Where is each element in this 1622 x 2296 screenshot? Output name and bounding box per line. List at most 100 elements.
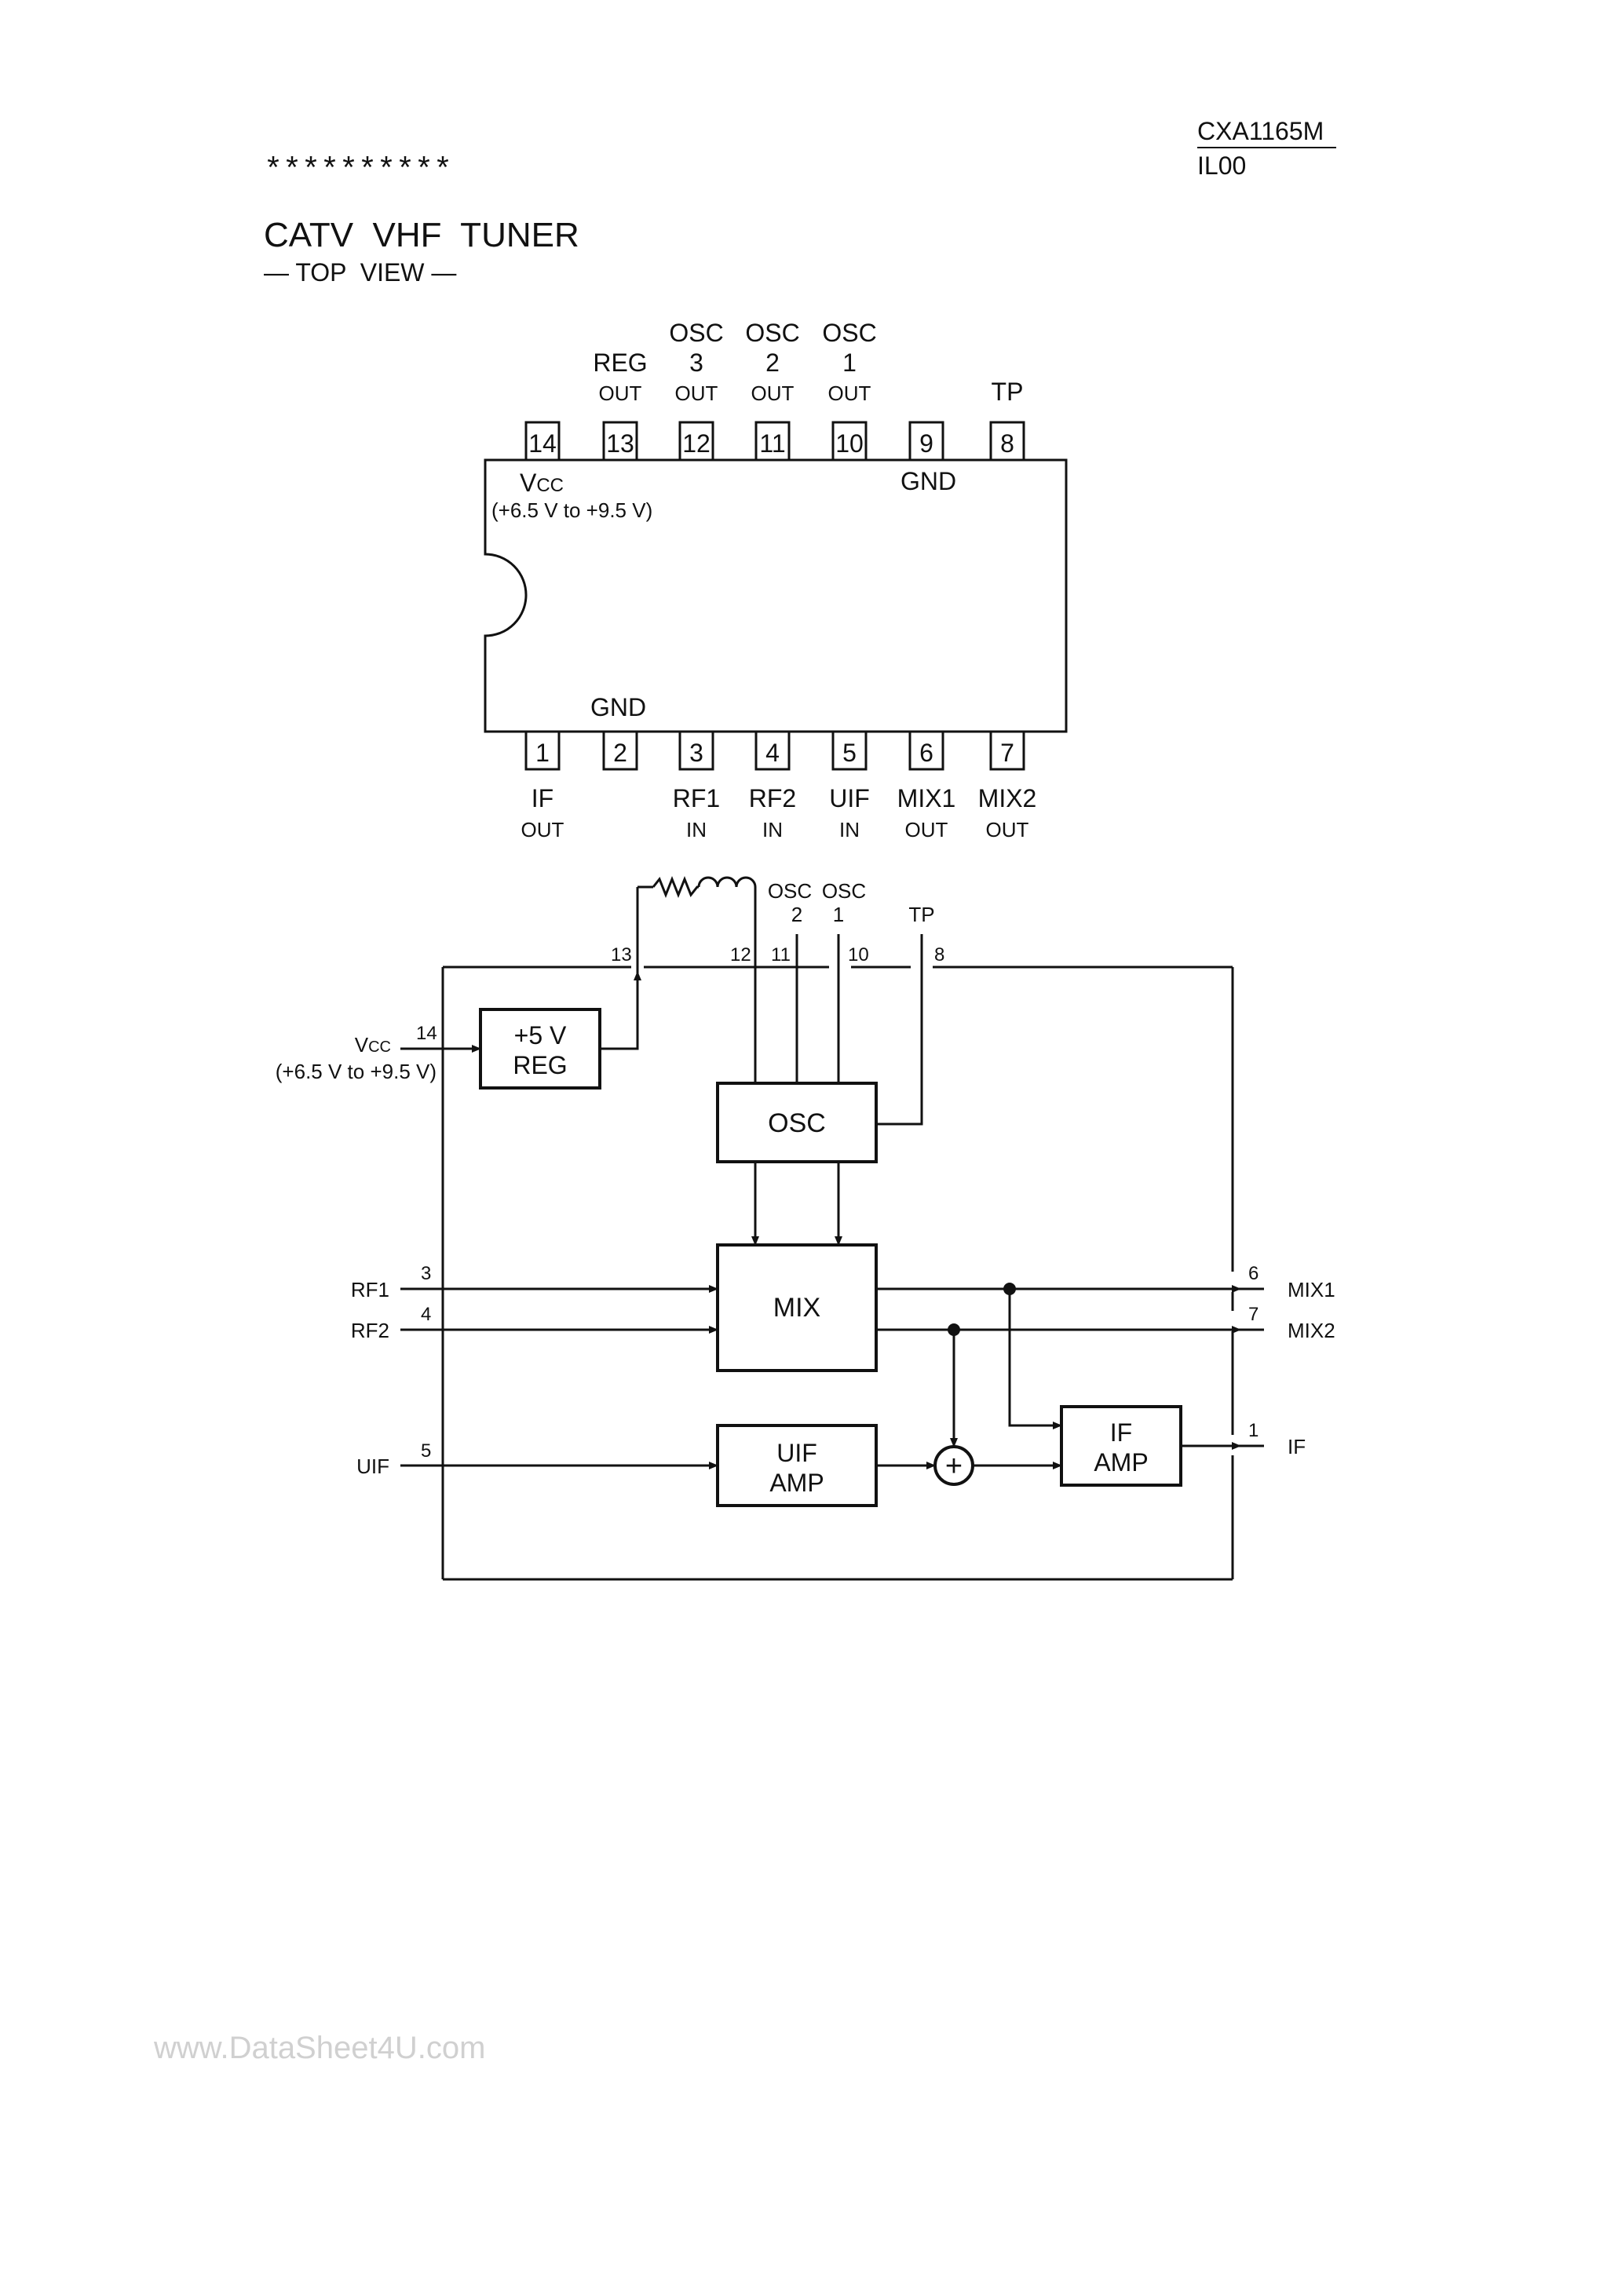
pin-number: 5 [842,739,857,767]
pin-label: OSC [745,319,799,347]
pin-label: TP [992,378,1024,406]
pin-number: 4 [765,739,780,767]
pin-label: MIX1 [897,784,956,812]
mix1-to-ifamp-wire [1008,1289,1062,1429]
block-vcc-main: V [355,1033,369,1057]
page-title: CATV VHF TUNER [264,216,579,254]
resistor-symbol [652,875,699,899]
block-vcc-label: VCC [355,1033,391,1057]
pin-label: MIX2 [978,784,1037,812]
pin-label: OSC [822,319,876,347]
pin-direction: OUT [599,381,642,405]
osc1-top-label: OSC [822,879,866,903]
pin-label-index: 2 [765,349,780,377]
pin-3-number: 3 [421,1263,431,1284]
pin-13: 13 REG OUT [593,349,648,462]
pin-14-number: 14 [416,1023,437,1044]
rf2-label: RF2 [351,1319,389,1342]
pin-number: 11 [759,429,785,458]
pin-number: 1 [535,739,550,767]
reg-line-1: +5 V [514,1021,567,1049]
pin-9: 9 [908,421,944,462]
pin-number: 12 [682,429,711,458]
vcc-range: (+6.5 V to +9.5 V) [491,498,652,522]
pin-12-number: 12 [730,944,751,965]
uif-label: UIF [356,1455,389,1478]
gnd-bottom-label: GND [590,693,646,721]
pin-4: 4 RF2 IN [749,730,796,841]
pin-8-number: 8 [934,944,944,965]
reg-block: +5 V REG [479,1008,601,1090]
pin-number: 9 [919,429,933,458]
pin-number: 6 [919,739,933,767]
pin-1: 1 IF OUT [521,730,564,841]
revision-code: IL00 [1197,151,1246,180]
osc2-top-label: OSC [768,879,812,903]
osc-label: OSC [768,1108,826,1138]
rf1-label: RF1 [351,1278,389,1301]
part-number: CXA1165M [1197,117,1324,145]
if-label: IF [1288,1435,1306,1458]
gnd-top-label: GND [901,467,956,495]
block-diagram: +5 V REG OSC MIX UIF AMP IF AMP + [276,875,1335,1581]
pin-label: RF1 [673,784,720,812]
pin-direction: IN [839,818,860,841]
pin-8: 8 TP [989,378,1025,462]
ic-package-outline [484,458,1068,733]
pin-direction: OUT [986,818,1029,841]
pin-direction: IN [762,818,783,841]
pinout-diagram: 14 13 REG OUT 12 OSC 3 OUT 11 OSC 2 OUT … [484,319,1068,841]
if-amp-block: IF AMP [1060,1405,1182,1487]
sum-symbol: + [945,1450,963,1483]
pin-11: 11 OSC 2 OUT [745,319,800,462]
pin-number: 8 [1000,429,1014,458]
pin-label: IF [532,784,553,812]
tp-wire [876,934,923,1126]
junction-dot-mix1 [1003,1283,1016,1295]
block-vcc-sub: CC [368,1038,391,1056]
pin-direction: OUT [905,818,948,841]
pin-6: 6 MIX1 OUT [897,730,956,841]
pin-1-number: 1 [1248,1420,1259,1441]
page-subtitle: — TOP VIEW — [264,258,456,287]
wiring [400,875,1264,1469]
pin-11-number: 11 [771,944,791,965]
star-row: ********** [264,154,452,189]
pin-number: 10 [835,429,864,458]
page-header: CXA1165M IL00 ********** [264,117,1336,189]
pin-13-number: 13 [611,944,632,965]
junction-dot-mix2 [948,1323,960,1336]
mix-label: MIX [773,1293,820,1323]
vcc-sub: CC [536,475,564,496]
pin-number: 3 [689,739,703,767]
pin-7-number: 7 [1248,1304,1259,1325]
summing-junction: + [933,1445,974,1486]
pin-10: 10 OSC 1 OUT [822,319,877,462]
mix-block: MIX [716,1243,878,1372]
pin-number: 14 [528,429,557,458]
if-amp-line-1: IF [1110,1418,1132,1447]
tp-top-label: TP [908,903,934,926]
pin-2: 2 [602,730,638,771]
inductor-symbol [697,876,757,888]
chip-outline [441,965,1234,1581]
pin-4-number: 4 [421,1304,431,1325]
osc1-top-index: 1 [833,903,844,926]
osc-block: OSC [716,1082,878,1163]
pin-direction: OUT [751,381,795,405]
pin-direction: OUT [521,818,564,841]
pin-5: 5 UIF IN [829,730,870,841]
pin-label: REG [593,349,647,377]
pin-label: OSC [669,319,723,347]
pin-number: 13 [606,429,634,458]
pin-number: 2 [613,739,627,767]
mix2-label: MIX2 [1288,1319,1335,1342]
uif-amp-line-1: UIF [776,1439,817,1467]
block-vcc-range: (+6.5 V to +9.5 V) [276,1060,437,1083]
pin-label: UIF [829,784,870,812]
pin-direction: OUT [675,381,718,405]
pin-direction: IN [686,818,707,841]
uif-amp-block: UIF AMP [716,1424,878,1507]
